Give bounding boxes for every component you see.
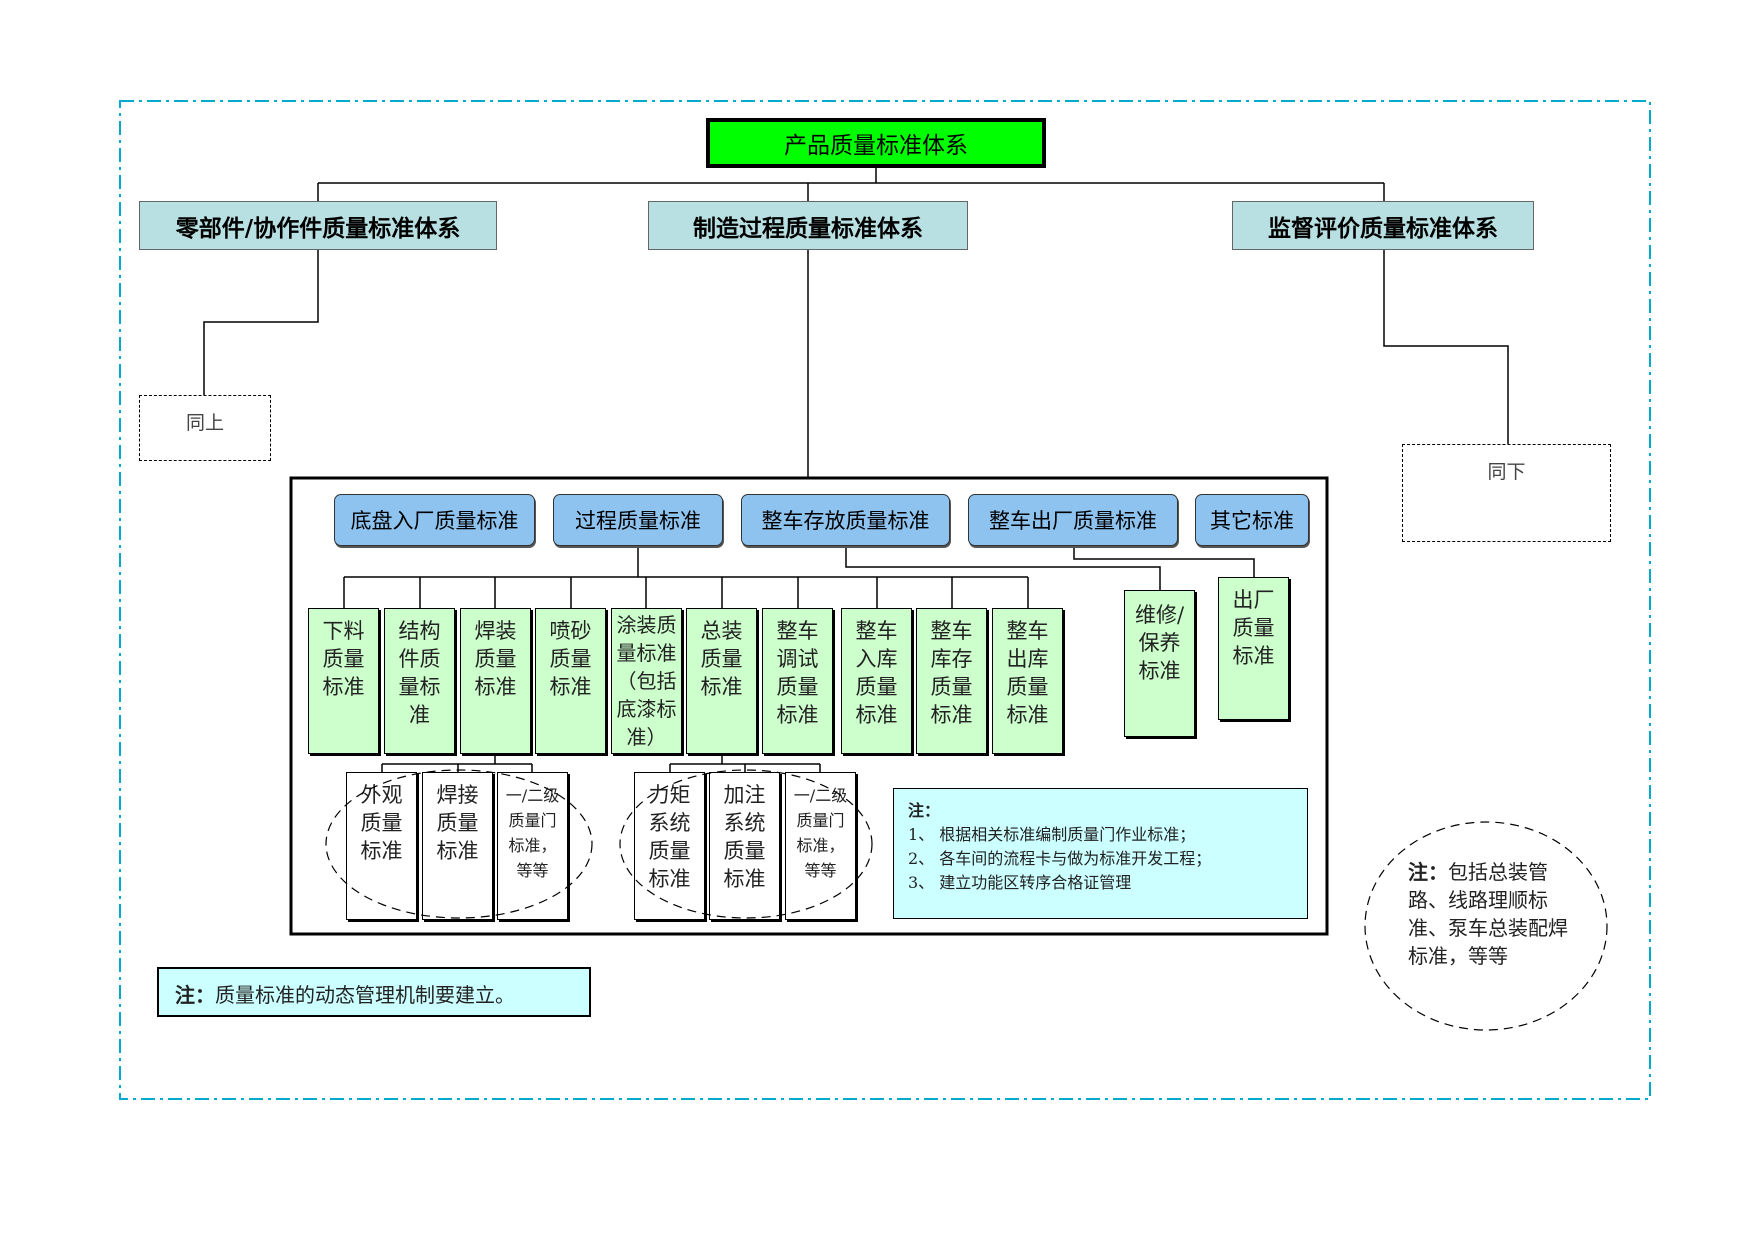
same-below-node: 同下 xyxy=(1402,444,1611,542)
same-above-label: 同上 xyxy=(185,412,224,434)
parts-standard-label: 零部件/协作件质量标准体系 xyxy=(175,215,461,242)
outer-frame xyxy=(119,100,1651,1100)
inner-note-item: 2、 各车间的流程卡与做为标准开发工程； xyxy=(908,849,1212,868)
category-vehicle-storage: 整车存放质量标准 xyxy=(741,494,950,546)
supervision-standard-label: 监督评价质量标准体系 xyxy=(1268,215,1498,242)
item-painting: 涂装质 量标准 （包括 底漆标 准） xyxy=(611,608,682,754)
sub-appearance-quality: 外观 质量 标准 xyxy=(346,772,417,920)
sub-quality-gate-assembly: 一/二级 质量门 标准， 等等 xyxy=(785,772,856,920)
category-label: 整车出厂质量标准 xyxy=(989,509,1157,533)
same-below-label: 同下 xyxy=(1487,461,1526,483)
item-final-assembly: 总装 质量 标准 xyxy=(686,608,757,754)
item-label: 整车 库存 质量 标准 xyxy=(930,619,973,727)
item-cutting: 下料 质量 标准 xyxy=(308,608,379,754)
supervision-standard-node: 监督评价质量标准体系 xyxy=(1232,201,1534,250)
item-label: 整车 入库 质量 标准 xyxy=(855,619,898,727)
circle-note-text: 包括总装管路、线路理顺标准、泵车总装配焊标准，等等 xyxy=(1408,860,1568,968)
item-label: 出厂 质量 标准 xyxy=(1232,588,1275,668)
inner-note-item: 1、 根据相关标准编制质量门作业标准； xyxy=(908,825,1196,844)
root-node: 产品质量标准体系 xyxy=(706,118,1046,168)
category-label: 底盘入厂质量标准 xyxy=(350,509,519,533)
category-vehicle-exit: 整车出厂质量标准 xyxy=(968,494,1178,546)
item-label: 下料 质量 标准 xyxy=(322,619,365,699)
item-label: 整车 出库 质量 标准 xyxy=(1006,619,1049,727)
inner-note: 注： 1、 根据相关标准编制质量门作业标准； 2、 各车间的流程卡与做为标准开发… xyxy=(893,788,1308,919)
category-chassis-incoming: 底盘入厂质量标准 xyxy=(334,494,535,546)
root-label: 产品质量标准体系 xyxy=(784,133,968,159)
inner-note-item: 3、 建立功能区转序合格证管理 xyxy=(908,873,1132,892)
item-label: 总装 质量 标准 xyxy=(700,619,743,699)
item-factory-exit: 出厂 质量 标准 xyxy=(1218,577,1289,720)
sub-label: 加注 系统 质量 标准 xyxy=(723,783,766,891)
sub-label: 一/二级 质量门 标准， 等等 xyxy=(793,786,848,880)
sub-quality-gate-welding: 一/二级 质量门 标准， 等等 xyxy=(497,772,568,920)
sub-label: 一/二级 质量门 标准， 等等 xyxy=(505,786,560,880)
item-vehicle-warehousing: 整车 入库 质量 标准 xyxy=(841,608,912,754)
process-standard-node: 制造过程质量标准体系 xyxy=(648,201,968,250)
same-above-node: 同上 xyxy=(139,395,271,461)
category-process-quality: 过程质量标准 xyxy=(553,494,723,546)
process-standard-label: 制造过程质量标准体系 xyxy=(693,215,923,242)
circle-note-prefix: 注： xyxy=(1408,860,1448,884)
item-vehicle-debugging: 整车 调试 质量 标准 xyxy=(762,608,833,754)
sub-torque-system: 力矩 系统 质量 标准 xyxy=(634,772,705,920)
item-welding: 焊装 质量 标准 xyxy=(460,608,531,754)
process-frame xyxy=(289,476,1329,936)
bottom-note-prefix: 注： xyxy=(175,983,215,1007)
sub-welding-quality: 焊接 质量 标准 xyxy=(422,772,493,920)
parts-standard-node: 零部件/协作件质量标准体系 xyxy=(139,201,497,250)
item-label: 维修/ 保养 标准 xyxy=(1134,603,1185,683)
item-label: 喷砂 质量 标准 xyxy=(549,619,592,699)
item-vehicle-inventory: 整车 库存 质量 标准 xyxy=(916,608,987,754)
item-maintenance: 维修/ 保养 标准 xyxy=(1124,590,1195,737)
category-label: 其它标准 xyxy=(1210,509,1294,533)
inner-note-title: 注： xyxy=(908,801,941,820)
sub-filling-system: 加注 系统 质量 标准 xyxy=(709,772,780,920)
bottom-note-text: 质量标准的动态管理机制要建立。 xyxy=(215,983,515,1007)
item-label: 涂装质 量标准 （包括 底漆标 准） xyxy=(616,613,677,749)
category-other: 其它标准 xyxy=(1195,494,1309,546)
item-vehicle-outbound: 整车 出库 质量 标准 xyxy=(992,608,1063,754)
sub-label: 外观 质量 标准 xyxy=(360,783,403,863)
sub-label: 焊接 质量 标准 xyxy=(436,783,479,863)
item-label: 焊装 质量 标准 xyxy=(474,619,517,699)
circle-note: 注：包括总装管路、线路理顺标准、泵车总装配焊标准，等等 xyxy=(1408,858,1568,970)
item-label: 结构 件质 量标 准 xyxy=(398,619,441,727)
connectors xyxy=(203,168,1509,772)
category-label: 整车存放质量标准 xyxy=(761,509,930,533)
bottom-note: 注：质量标准的动态管理机制要建立。 xyxy=(157,967,591,1017)
item-structural-parts: 结构 件质 量标 准 xyxy=(384,608,455,754)
sub-label: 力矩 系统 质量 标准 xyxy=(648,783,691,891)
item-label: 整车 调试 质量 标准 xyxy=(776,619,819,727)
category-label: 过程质量标准 xyxy=(575,509,701,533)
item-sandblasting: 喷砂 质量 标准 xyxy=(535,608,606,754)
